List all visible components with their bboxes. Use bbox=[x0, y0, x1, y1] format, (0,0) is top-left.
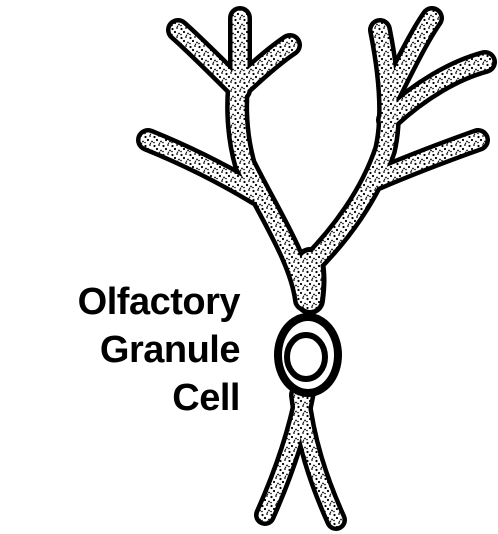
nucleus-core bbox=[293, 341, 319, 373]
cell-body bbox=[274, 313, 342, 397]
label-line-1: Olfactory bbox=[78, 278, 240, 326]
cell-label: Olfactory Granule Cell bbox=[78, 278, 240, 422]
label-line-2: Granule bbox=[78, 326, 240, 374]
label-line-3: Cell bbox=[78, 374, 240, 422]
